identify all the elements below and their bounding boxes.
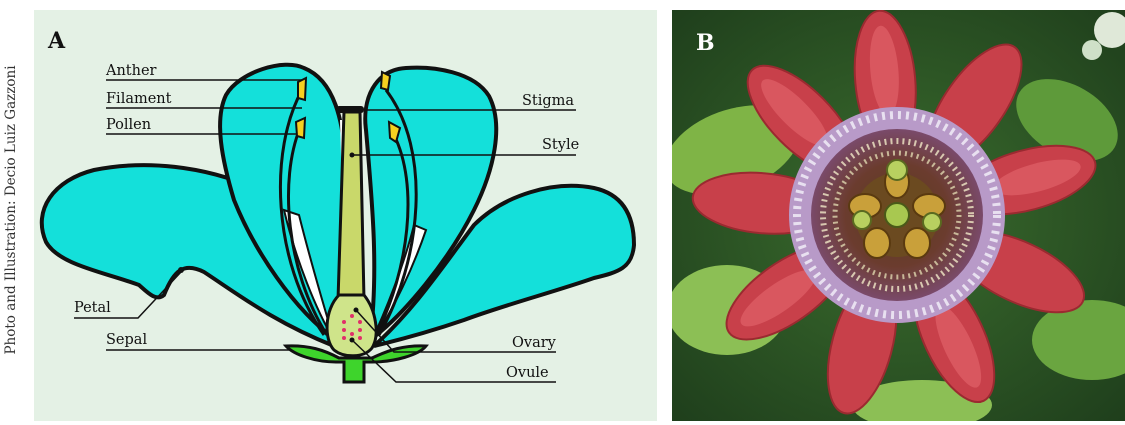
label-stigma: Stigma [522,93,574,109]
anther [296,118,305,138]
panel-letter-a: A [48,28,65,54]
label-sepal: Sepal [106,332,147,348]
credit-text: Photo and Illustration: Decio Luiz Gazzo… [3,10,19,410]
label-style: Style [542,137,579,153]
passion-flower-photo [672,10,1125,421]
label-ovary: Ovary [512,335,557,351]
label-ovule: Ovule [506,365,549,381]
ovary-center [885,203,909,227]
label-pollen: Pollen [106,117,151,133]
flower-diagram-panel: A [34,10,657,421]
pointer-dot-ovule [350,338,355,343]
pointer-dot-petal [178,267,184,273]
anther [381,72,390,90]
label-petal: Petal [74,300,111,316]
anther [298,78,306,100]
flower-diagram-svg: Anther Filament Pollen Petal Sepal Stigm… [34,10,657,421]
label-filament: Filament [106,91,172,107]
ovary [327,295,376,356]
panel-letter-b: B [696,30,715,56]
pointer-dot-style [350,153,355,158]
style [338,112,364,300]
label-anther: Anther [105,63,157,79]
sky-highlight [1082,40,1102,60]
passion-flower-photo-panel: B [672,10,1125,421]
stigma [336,106,364,113]
pointer-dot-ovary [354,308,359,313]
